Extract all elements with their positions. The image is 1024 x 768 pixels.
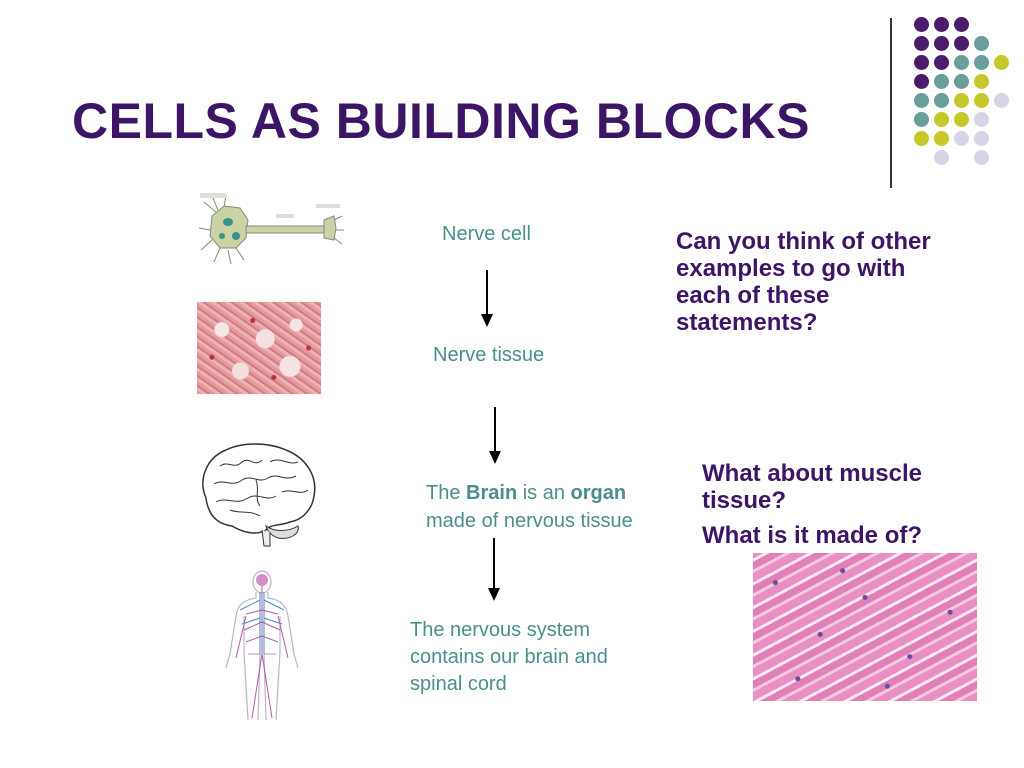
dot-grid-decoration	[905, 14, 1015, 165]
dot	[954, 36, 969, 51]
down-arrow-icon	[489, 407, 501, 464]
dot	[994, 93, 1009, 108]
dot	[974, 131, 989, 146]
nerve-tissue-label: Nerve tissue	[433, 344, 545, 366]
nerve-cell-image	[198, 193, 344, 265]
nervous-system-label: The nervous system contains our brain an…	[410, 619, 608, 695]
organ-suffix: made of nervous tissue	[426, 509, 633, 532]
dot	[954, 112, 969, 127]
nerve-cell-label: Nerve cell	[442, 223, 531, 245]
dot	[974, 55, 989, 70]
dot	[974, 74, 989, 89]
dot	[934, 93, 949, 108]
dot	[954, 131, 969, 146]
organ-bold-organ: organ	[570, 482, 627, 504]
dot	[974, 150, 989, 165]
dot	[914, 93, 929, 108]
brain-organ-label: The Brain is an organ made of nervous tis…	[426, 480, 671, 535]
dot	[974, 93, 989, 108]
dot	[934, 131, 949, 146]
organ-bold-brain: Brain	[466, 482, 518, 504]
brain-drawing	[202, 443, 316, 547]
dot	[974, 36, 989, 51]
down-arrow-icon	[488, 538, 500, 601]
slide-title: CELLS AS BUILDING BLOCKS	[72, 93, 810, 149]
dot	[934, 55, 949, 70]
nerve-tissue-micrograph	[197, 302, 321, 394]
dot	[954, 93, 969, 108]
dot	[934, 150, 949, 165]
dot	[974, 112, 989, 127]
muscle-tissue-micrograph	[753, 553, 977, 701]
title-divider	[890, 18, 892, 188]
dot	[934, 36, 949, 51]
dot	[994, 55, 1009, 70]
dot	[934, 17, 949, 32]
organ-prefix: The	[426, 482, 467, 504]
dot	[914, 74, 929, 89]
dot	[914, 131, 929, 146]
question-examples: Can you think of other examples to go wi…	[676, 228, 931, 336]
dot	[914, 112, 929, 127]
dot	[914, 17, 929, 32]
down-arrow-icon	[481, 270, 493, 327]
nervous-system-figure	[225, 570, 299, 721]
dot	[914, 36, 929, 51]
dot	[934, 74, 949, 89]
question-made-of: What is it made of?	[702, 522, 923, 549]
dot	[954, 17, 969, 32]
dot	[954, 74, 969, 89]
question-muscle-tissue: What about muscle tissue?	[702, 460, 923, 514]
dot	[954, 55, 969, 70]
dot	[934, 112, 949, 127]
dot	[914, 55, 929, 70]
organ-mid: is an	[517, 482, 571, 504]
